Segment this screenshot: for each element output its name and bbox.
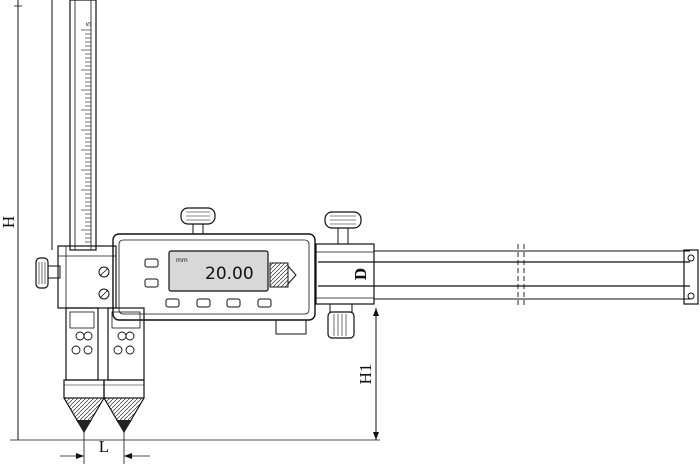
beam-scale	[81, 29, 91, 243]
power-button[interactable]	[144, 258, 159, 268]
scale-number: 5	[86, 22, 93, 26]
locking-knob-left	[35, 257, 61, 289]
function-button-4[interactable]	[257, 298, 272, 308]
data-port	[269, 262, 289, 288]
span-label: L	[99, 437, 109, 456]
probe-leg-right	[107, 307, 145, 381]
lcd-screen	[168, 250, 269, 292]
locking-knob-top	[180, 207, 216, 235]
zero-button[interactable]	[144, 278, 159, 288]
function-button-3[interactable]	[226, 298, 241, 308]
probe-tip-right	[103, 379, 145, 434]
probe-tip-left	[63, 379, 105, 434]
unit-indicator: mm	[176, 257, 188, 264]
height-label: H	[0, 216, 18, 228]
bar-end-stop	[683, 249, 699, 305]
lcd-reading: 20.00	[205, 264, 254, 284]
fine-adjust-knob	[327, 303, 355, 339]
function-button-1[interactable]	[165, 298, 180, 308]
function-button-2[interactable]	[196, 298, 211, 308]
locking-knob-right-top	[324, 211, 362, 245]
bar-label: D	[351, 268, 370, 280]
vertical-slider-block	[57, 245, 117, 309]
vertical-beam: 5	[51, 0, 97, 251]
probe-leg-left	[65, 307, 99, 381]
height-dimension: H	[0, 0, 380, 441]
span-dimension: L	[60, 432, 150, 464]
lower-height-dimension: H1	[356, 308, 379, 440]
lower-height-label: H1	[356, 364, 375, 385]
digital-display-unit: mm 20.00	[112, 207, 316, 335]
horizontal-bar: D	[318, 244, 690, 306]
